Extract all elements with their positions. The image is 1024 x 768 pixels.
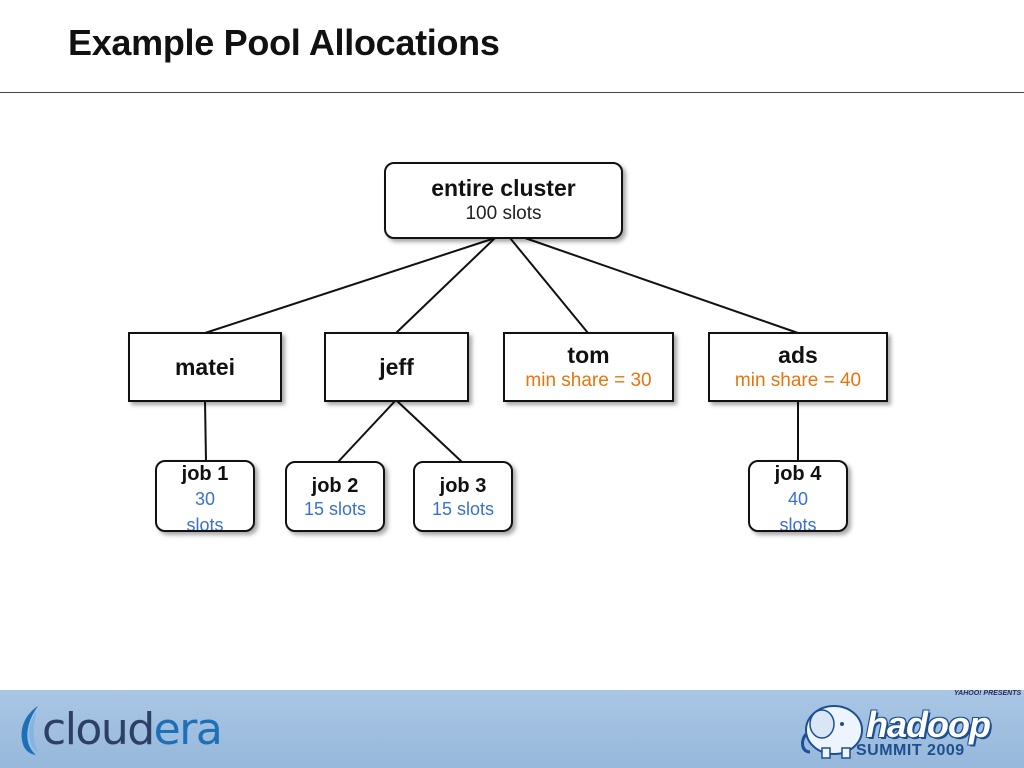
node-label: job 1: [181, 463, 229, 485]
node-label: job 2: [311, 474, 359, 497]
cloudera-wordmark-part1: cloud: [42, 704, 155, 755]
node-job-1: job 1 30 slots: [155, 460, 255, 532]
yahoo-presents-label: YAHOO! PRESENTS: [954, 690, 1022, 697]
node-job-2: job 2 15 slots: [285, 461, 385, 532]
edge-jeff-job3: [395, 399, 463, 463]
node-min-share: min share = 40: [734, 369, 862, 391]
hadoop-elephant-icon: [801, 705, 863, 759]
edge-cluster-jeff: [395, 237, 496, 334]
edge-cluster-tom: [509, 237, 589, 334]
node-pool-ads: ads min share = 40: [708, 332, 888, 402]
node-pool-tom: tom min share = 30: [503, 332, 674, 402]
node-entire-cluster: entire cluster 100 slots: [384, 162, 623, 239]
edge-jeff-job2: [337, 399, 397, 463]
node-label: tom: [567, 341, 610, 368]
node-job-3: job 3 15 slots: [413, 461, 513, 532]
node-label: job 3: [439, 474, 487, 497]
node-label: ads: [778, 341, 818, 368]
edge-cluster-ads: [524, 237, 799, 334]
cloudera-wordmark: cloudera: [42, 708, 223, 752]
edge-matei-job1: [204, 399, 207, 463]
node-pool-matei: matei: [128, 332, 282, 402]
node-detail: 100 slots: [465, 203, 542, 224]
edge-cluster-matei: [204, 237, 496, 334]
node-label: entire cluster: [431, 175, 576, 201]
slide-title: Example Pool Allocations: [68, 22, 500, 63]
node-slots-unit: slots: [779, 515, 817, 532]
node-min-share: min share = 30: [525, 369, 652, 391]
cloudera-swoosh-icon: [21, 706, 38, 755]
cloudera-wordmark-part2: era: [153, 704, 223, 755]
node-slots-value: 40: [787, 489, 809, 509]
node-label: matei: [174, 353, 236, 380]
summit-label: SUMMIT 2009: [856, 742, 965, 759]
node-slots-value: 30: [194, 489, 216, 509]
title-divider: [0, 92, 1024, 93]
hadoop-wordmark: hadoop: [866, 704, 991, 745]
node-slots: 15 slots: [303, 498, 367, 519]
node-slots-unit: slots: [186, 515, 224, 532]
node-job-4: job 4 40 slots: [748, 460, 848, 532]
node-label: jeff: [379, 353, 414, 380]
node-slots: 15 slots: [431, 498, 495, 519]
cloudera-logo: cloudera: [18, 702, 223, 758]
node-label: job 4: [774, 463, 822, 485]
node-pool-jeff: jeff: [324, 332, 469, 402]
